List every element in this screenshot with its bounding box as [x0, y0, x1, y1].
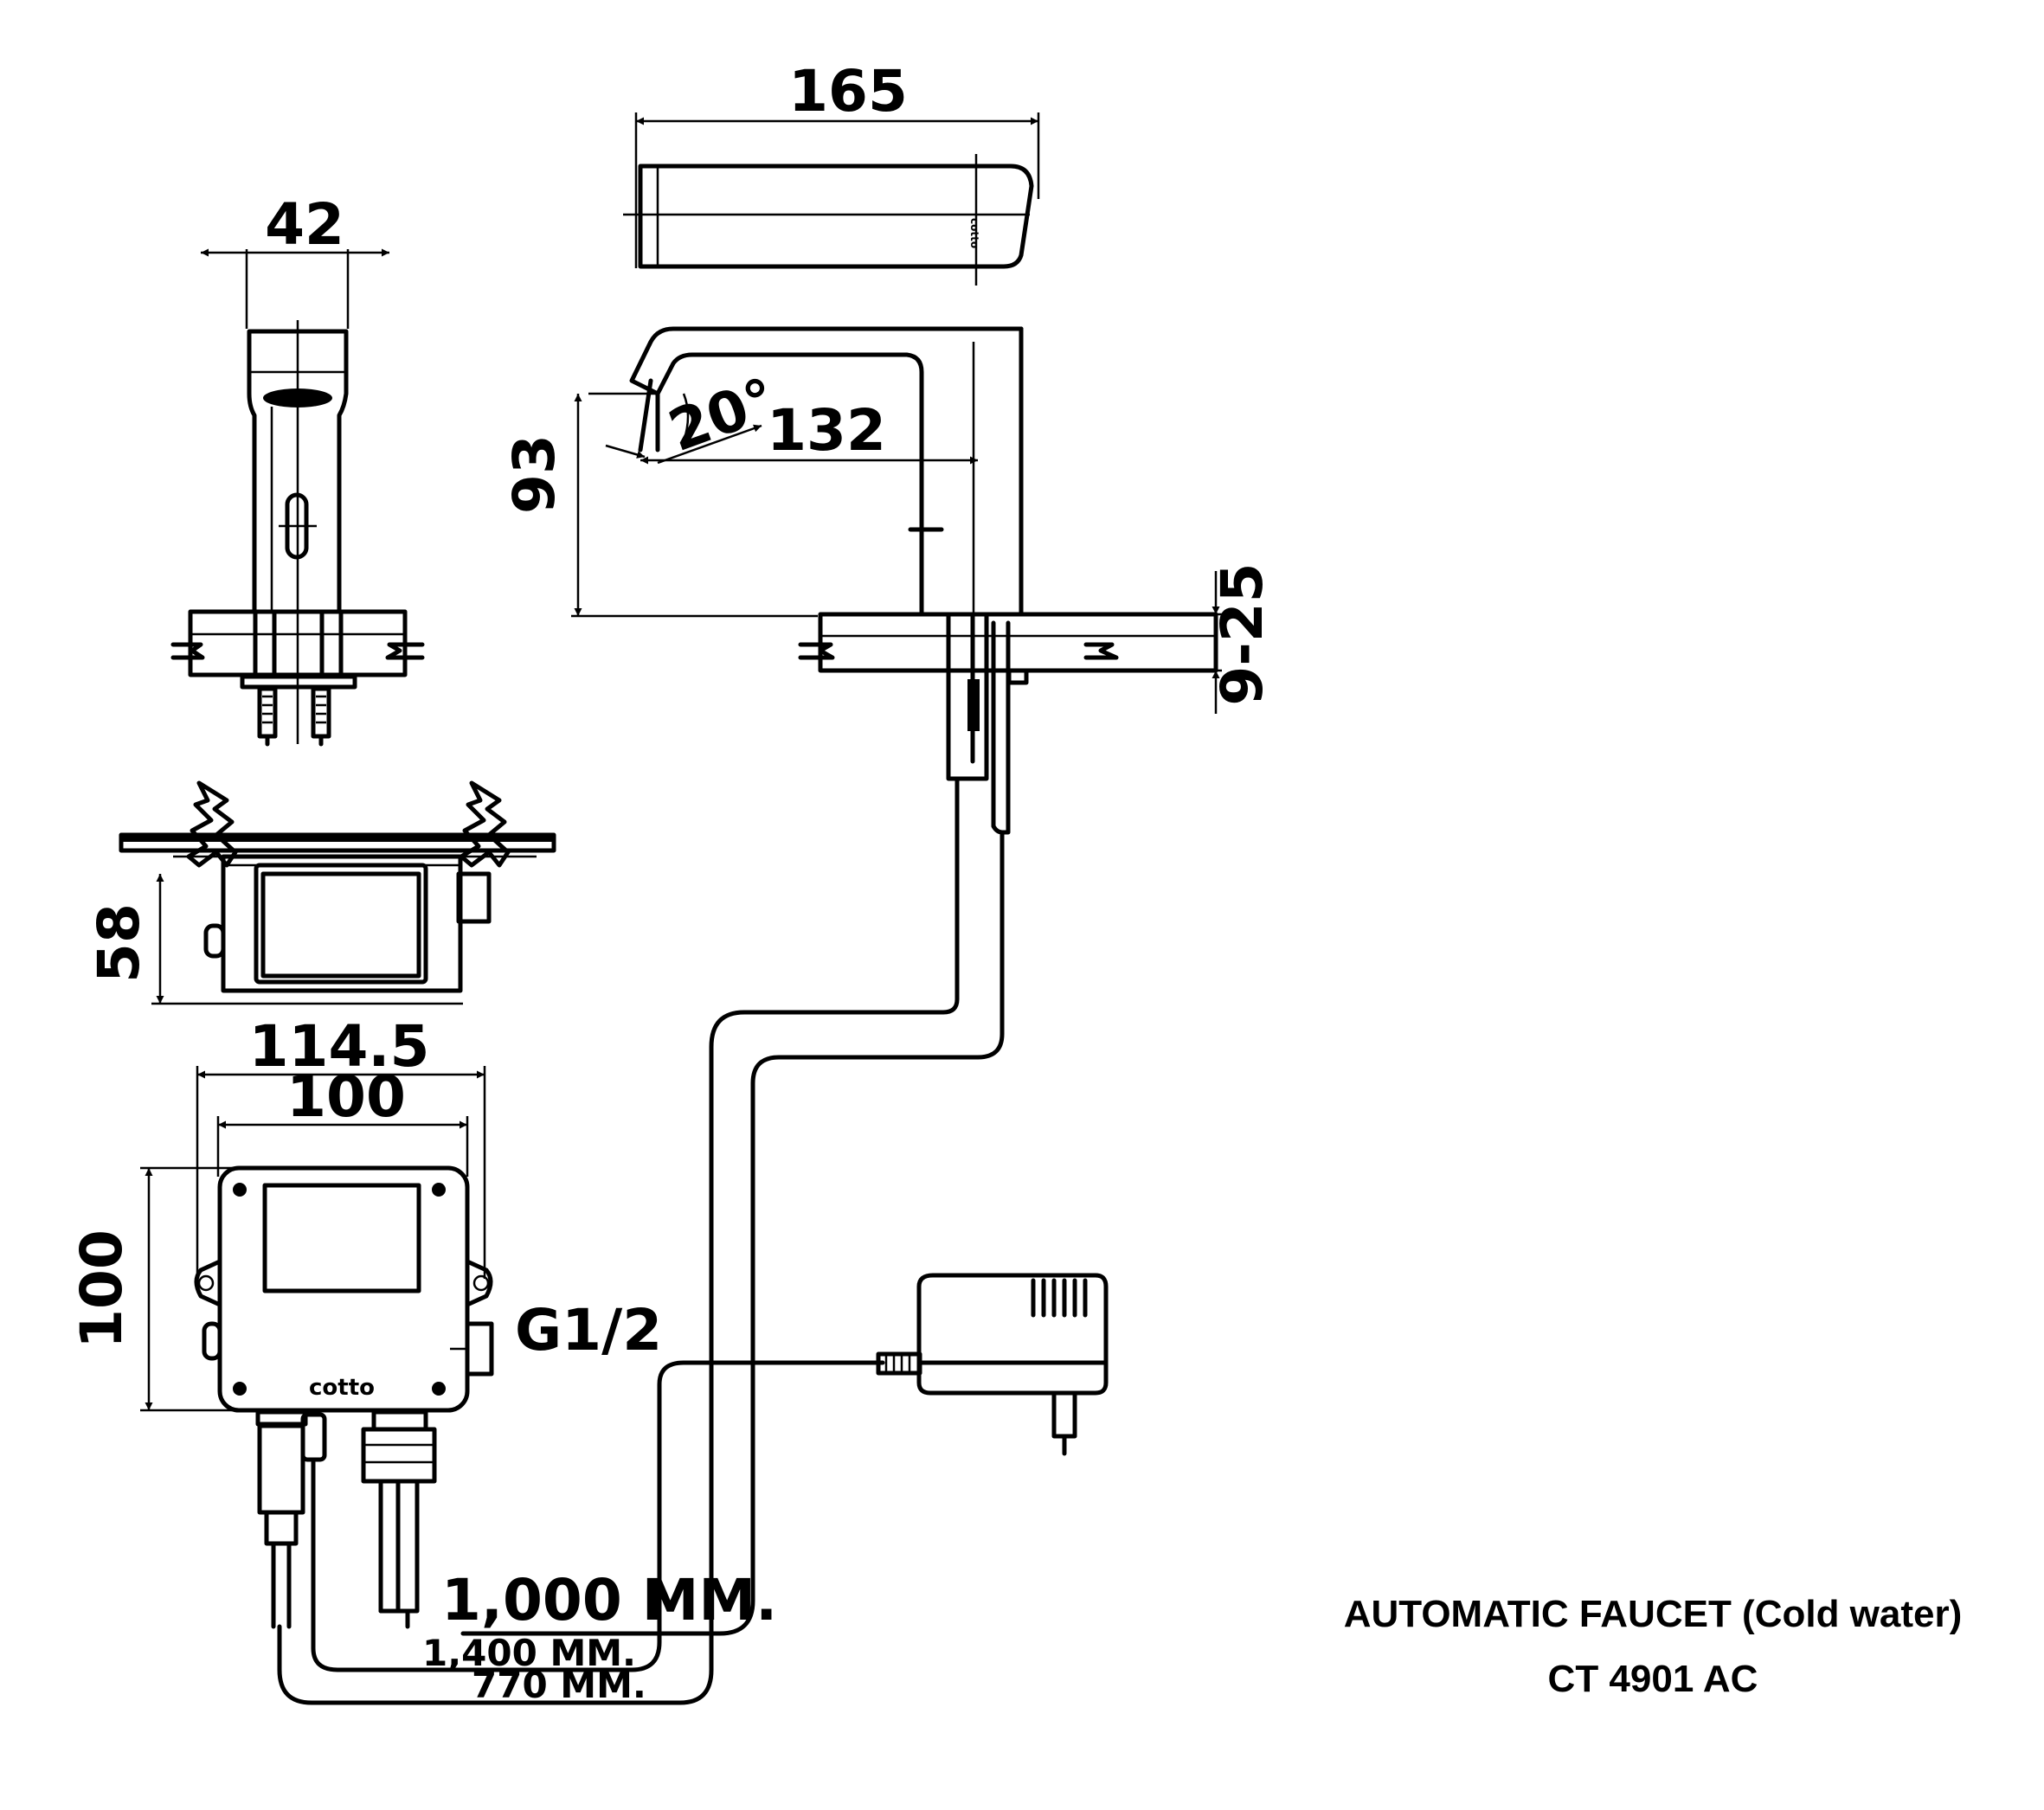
dim-100h-label: 100: [68, 1229, 135, 1349]
dim-9-25-label: 9-25: [1209, 562, 1276, 705]
front-view: 42: [170, 191, 425, 747]
cable-1400-label: 1,400 MM.: [422, 1632, 636, 1674]
spout-profile: [629, 326, 1024, 617]
dim-114-5-label: 114.5: [249, 1013, 430, 1080]
hose-1: [277, 776, 960, 1705]
power-adapter: [876, 1273, 1109, 1456]
dim-93-label: 93: [501, 434, 568, 514]
title-line-2: CT 4901 AC: [1548, 1658, 1758, 1700]
spout-logo-top: cotto: [968, 218, 980, 248]
box-logo: cotto: [309, 1375, 375, 1401]
dim-angle-label: 20°: [660, 365, 785, 465]
power-cable: [311, 1360, 885, 1672]
title-line-1: AUTOMATIC FAUCET (Cold water): [1344, 1593, 1963, 1635]
title-block: AUTOMATIC FAUCET (Cold water) CT 4901 AC: [1344, 1593, 1963, 1700]
dim-132-label: 132: [767, 397, 886, 464]
top-view: 165 cotto: [623, 58, 1040, 286]
cable-770-label: 770 MM.: [472, 1664, 646, 1706]
dim-42-label: 42: [265, 191, 344, 258]
hose-2: [460, 830, 1005, 1636]
box-front-view: 114.5 100 100 G1/2 cotto: [68, 1013, 885, 1706]
spout-top-outline: [638, 164, 1034, 269]
dim-58-label: 58: [86, 903, 152, 983]
dim-165-label: 165: [788, 58, 908, 125]
dim-100w-label: 100: [286, 1063, 406, 1130]
cable-1000-label: 1,000 MM.: [441, 1567, 777, 1633]
box-side-view: 58: [86, 780, 556, 1005]
inlet-thread-label: G1/2: [515, 1297, 662, 1364]
